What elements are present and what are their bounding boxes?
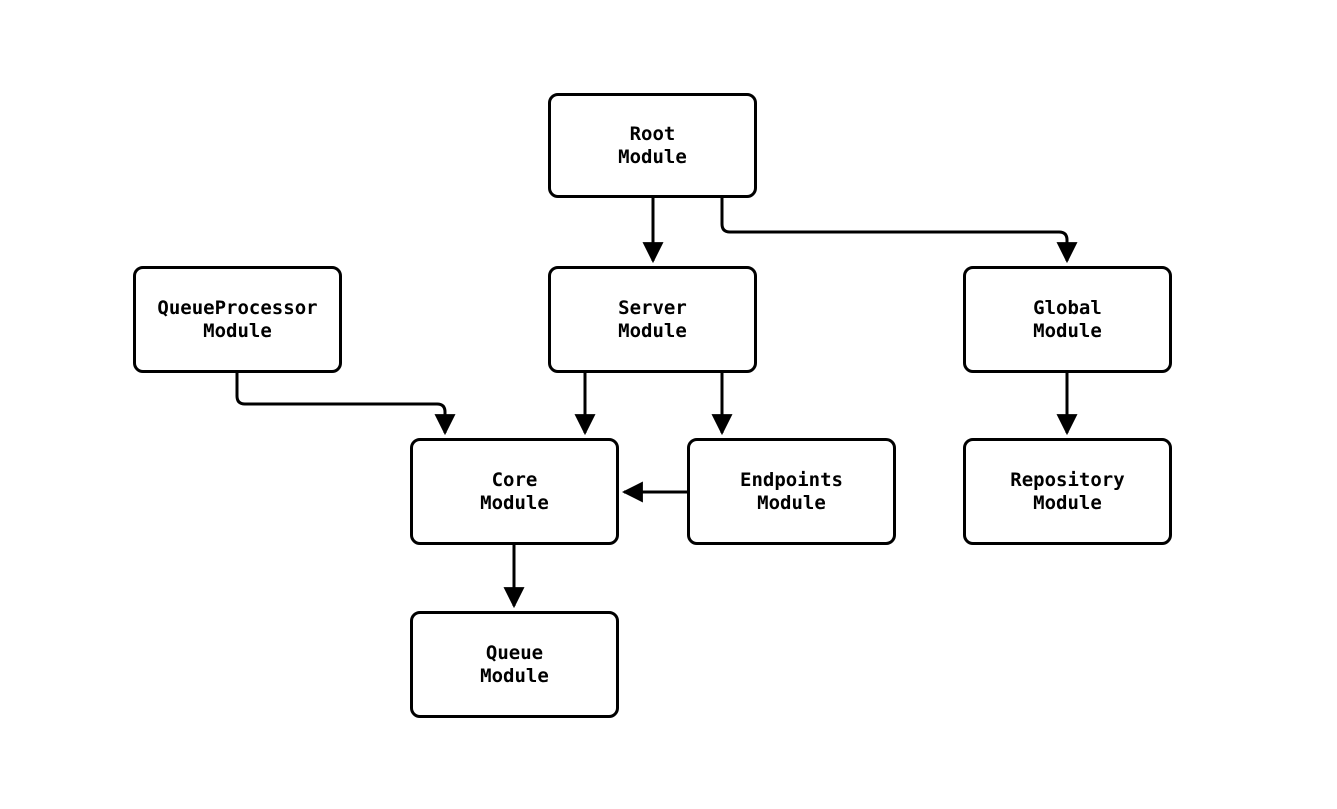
node-label-line2: Module bbox=[480, 491, 549, 514]
node-label-line1: QueueProcessor bbox=[157, 296, 318, 319]
node-root-module: Root Module bbox=[548, 93, 757, 198]
node-endpoints-module: Endpoints Module bbox=[687, 438, 896, 545]
node-label-line1: Queue bbox=[485, 641, 544, 664]
node-label-line2: Module bbox=[1033, 319, 1102, 342]
edge-root-to-global bbox=[720, 198, 1078, 264]
node-core-module: Core Module bbox=[410, 438, 619, 545]
node-label-line1: Core bbox=[491, 468, 538, 491]
node-label-line1: Server bbox=[618, 296, 687, 319]
node-queueprocessor-module: QueueProcessor Module bbox=[133, 266, 342, 373]
node-label-line2: Module bbox=[203, 319, 272, 342]
node-label-line1: Root bbox=[629, 122, 676, 145]
node-label-line2: Module bbox=[1033, 491, 1102, 514]
node-label-line2: Module bbox=[618, 319, 687, 342]
node-label-line2: Module bbox=[480, 664, 549, 687]
node-label-line1: Global bbox=[1033, 296, 1102, 319]
node-server-module: Server Module bbox=[548, 266, 757, 373]
node-label-line1: Repository bbox=[1010, 468, 1125, 491]
node-repository-module: Repository Module bbox=[963, 438, 1172, 545]
node-label-line2: Module bbox=[618, 145, 687, 168]
node-label-line2: Module bbox=[757, 491, 826, 514]
edge-queueprocessor-to-core bbox=[235, 373, 456, 436]
node-label-line1: Endpoints bbox=[740, 468, 843, 491]
node-queue-module: Queue Module bbox=[410, 611, 619, 718]
node-global-module: Global Module bbox=[963, 266, 1172, 373]
